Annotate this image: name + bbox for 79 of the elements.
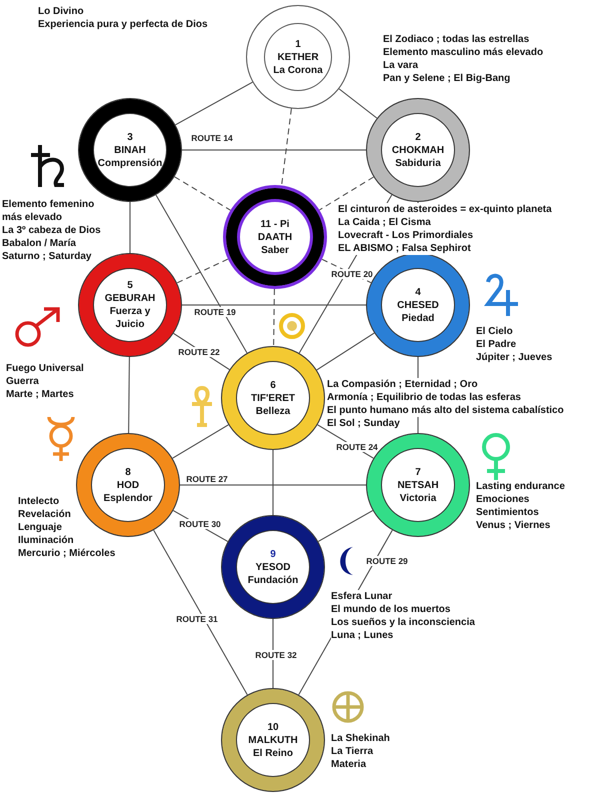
description-text: Júpiter ; Jueves	[476, 351, 552, 364]
node-subtitle: El Reino	[252, 746, 293, 760]
description-text: Esfera Lunar	[331, 590, 392, 603]
node-number: 7	[415, 466, 421, 478]
connector-line	[316, 332, 375, 370]
connector-line	[273, 288, 275, 346]
node-number: 4	[415, 286, 421, 298]
node-subtitle: Victoria	[400, 492, 436, 504]
node-number: 9	[270, 548, 276, 560]
node-subtitle: La Corona	[273, 64, 323, 76]
description-text: Fuego Universal	[6, 362, 84, 375]
node-title: GEBURAH	[104, 292, 156, 305]
description-text: Lasting endurance	[476, 480, 565, 493]
node-title: MALKUTH	[248, 734, 298, 746]
node-title: HOD	[116, 478, 140, 492]
connector-line	[128, 356, 130, 434]
node-title: CHOKMAH	[392, 144, 444, 156]
description-text: Los sueños y la inconsciencia	[331, 616, 475, 629]
connector-line	[175, 82, 253, 126]
connector-line	[180, 484, 366, 486]
node-title: KETHER	[277, 50, 319, 64]
route-label: ROUTE 14	[190, 133, 234, 143]
description-text: Luna ; Lunes	[331, 629, 394, 642]
description-text: Lenguaje	[18, 521, 62, 534]
route-label: ROUTE 30	[178, 519, 222, 529]
node-number: 6	[270, 378, 276, 392]
connector-line	[174, 176, 231, 211]
description-text: El mundo de los muertos	[331, 603, 450, 616]
description-text: Venus ; Viernes	[476, 519, 550, 532]
node-number: 1	[295, 38, 301, 50]
node-title: YESOD	[255, 560, 290, 574]
node-number: 2	[415, 130, 421, 144]
description-text: El cinturon de asteroides = ex-quinto planeta	[338, 203, 552, 216]
node-subtitle: Fuerza y Juicio	[108, 305, 152, 331]
node-number: 10	[267, 720, 279, 734]
description-text: La Caida ; El Cisma	[338, 216, 431, 229]
connector-line	[318, 176, 374, 210]
route-label: ROUTE 27	[185, 474, 229, 484]
connector-line	[318, 510, 374, 542]
description-text: El punto humano más alto del sistema cabalístico	[327, 404, 564, 417]
node-number: 11 - Pi	[260, 218, 290, 230]
node-title: CHESED	[397, 298, 439, 312]
node-subtitle: Comprensión	[98, 156, 162, 170]
connector-line	[172, 424, 229, 459]
connector-line	[176, 258, 228, 284]
description-text: Marte ; Martes	[6, 388, 74, 401]
node-subtitle: Saber	[261, 244, 289, 256]
node-subtitle: Fundación	[248, 574, 298, 586]
connector-line	[272, 450, 274, 516]
description-text: Armonía ; Equilibrio de todas las esferas	[327, 391, 521, 404]
description-text: EL ABISMO ; Falsa Sephirot	[338, 242, 471, 255]
description-text: Saturno ; Saturday	[2, 250, 92, 263]
route-label: ROUTE 31	[175, 614, 219, 624]
description-text: Mercurio ; Miércoles	[18, 547, 116, 560]
description-text: El Zodiaco ; todas las estrellas	[383, 33, 530, 46]
node-subtitle: Belleza	[256, 404, 290, 418]
connector-line	[281, 108, 292, 186]
description-text: Lovecraft - Los Primordiales	[338, 229, 474, 242]
description-text: La Compasión ; Eternidad ; Oro	[327, 378, 478, 391]
description-text: Experiencia pura y perfecta de Dios	[38, 18, 208, 31]
node-title: NETSAH	[397, 478, 439, 492]
node-subtitle: Esplendor	[104, 492, 152, 504]
node-title: BINAH	[114, 144, 146, 156]
connector-line	[182, 304, 366, 306]
connector-line	[156, 194, 248, 354]
connector-line	[153, 530, 248, 696]
description-text: Pan y Selene ; El Big-Bang	[383, 72, 510, 85]
connector-line	[338, 88, 378, 119]
node-subtitle: Sabiduria	[395, 156, 441, 170]
node-title: DAATH	[258, 230, 292, 244]
description-text: El Sol ; Sunday	[327, 417, 400, 430]
route-label: ROUTE 19	[193, 307, 237, 317]
node-number: 3	[127, 130, 133, 144]
node-title: TIF'ERET	[250, 392, 296, 404]
route-label: ROUTE 29	[365, 556, 409, 566]
node-subtitle: Piedad	[402, 312, 434, 324]
node-number: 5	[127, 279, 133, 292]
node-number: 8	[125, 466, 131, 478]
route-label: ROUTE 32	[254, 650, 298, 660]
